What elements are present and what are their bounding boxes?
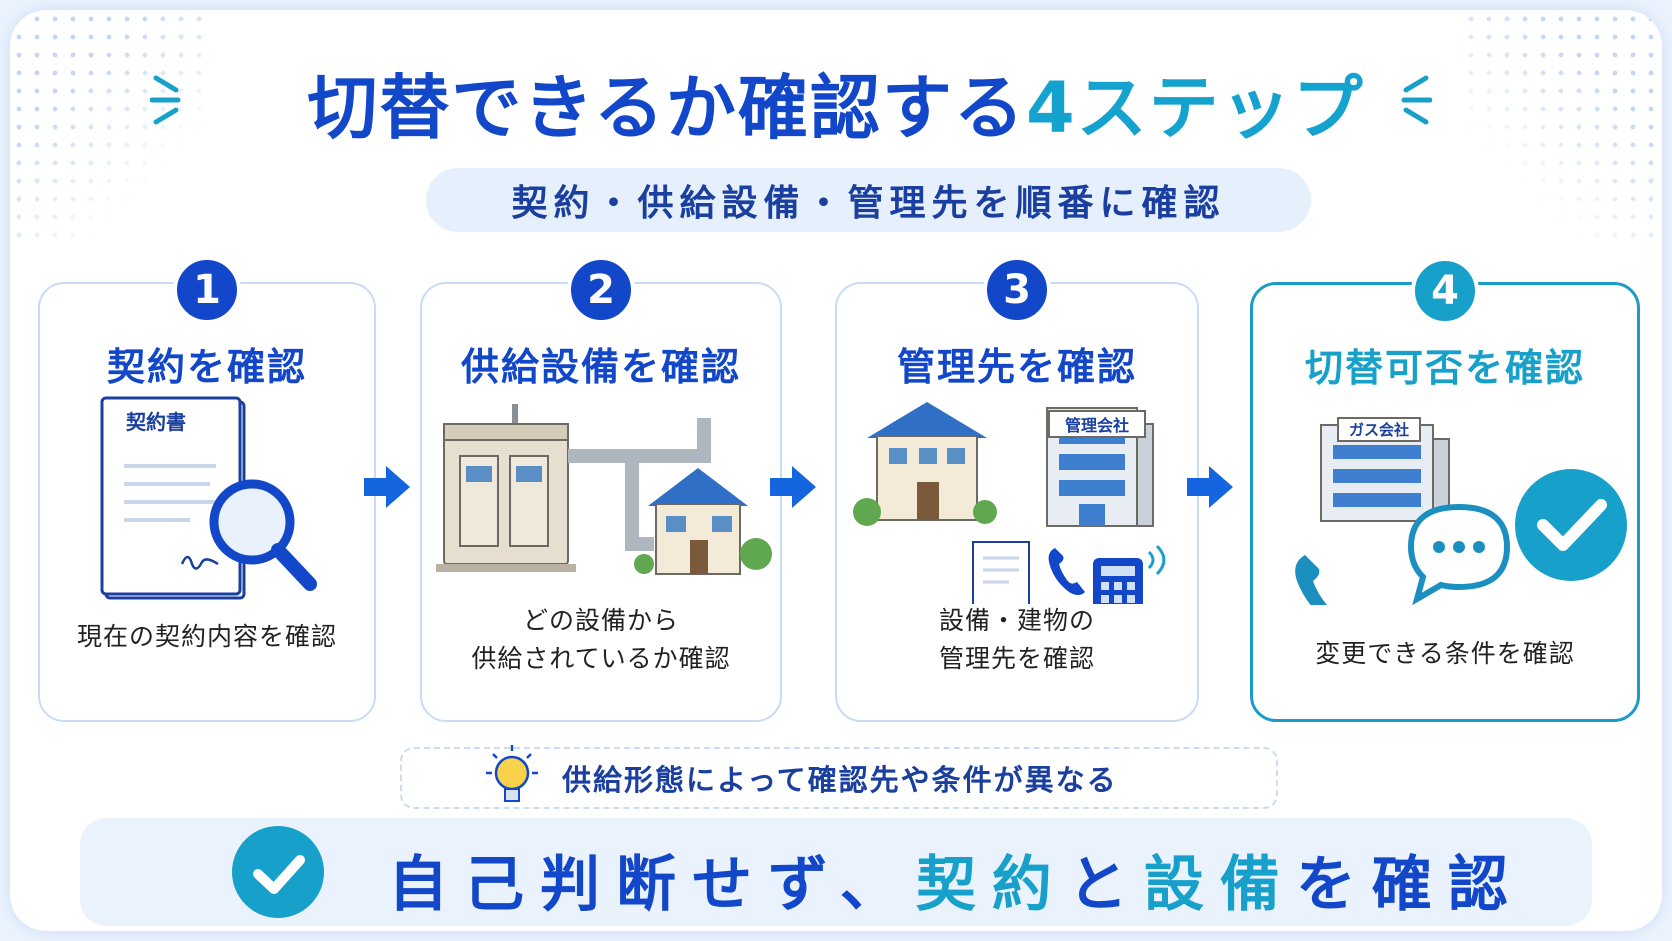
step-desc-2-line2: 供給されているか確認 bbox=[471, 644, 731, 673]
conclusion-part2: 契約 bbox=[915, 850, 1068, 920]
contract-document-icon bbox=[100, 396, 317, 600]
title-main: 切替できるか確認する bbox=[307, 67, 1026, 149]
conclusion-part1: 自己判断せず、 bbox=[388, 850, 916, 920]
step-card-1: 1 契約を確認 契約書 現在の契約内容を確認 bbox=[38, 256, 376, 722]
conclusion-banner: 自己判断せず、契約と設備を確認 bbox=[80, 818, 1592, 926]
gas-company-label: ガス会社 bbox=[1337, 417, 1421, 442]
arrow-right-icon bbox=[364, 466, 410, 508]
sparkle-left-icon bbox=[150, 75, 181, 125]
hint-box: 供給形態によって確認先や条件が異なる bbox=[400, 745, 1278, 809]
supply-equipment-icon bbox=[436, 404, 772, 575]
step-card-3: 3 管理先を確認 bbox=[835, 256, 1199, 722]
step-title-1: 契約を確認 bbox=[106, 345, 307, 389]
check-icon bbox=[232, 826, 324, 918]
step-title-4: 切替可否を確認 bbox=[1304, 346, 1585, 390]
subtitle: 契約・供給設備・管理先を順番に確認 bbox=[426, 168, 1311, 232]
step-desc-1: 現在の契約内容を確認 bbox=[40, 618, 374, 656]
infographic-canvas: 切替できるか確認する4ステップ 契約・供給設備・管理先を順番に確認 1 契約を確… bbox=[10, 10, 1662, 931]
contract-doc-label: 契約書 bbox=[126, 410, 186, 434]
step-badge-1: 1 bbox=[173, 256, 241, 324]
decorative-dots-left bbox=[10, 10, 210, 240]
decorative-dots-right bbox=[1462, 10, 1662, 240]
conclusion-part4: 設備 bbox=[1143, 850, 1296, 920]
step-desc-3-line2: 管理先を確認 bbox=[938, 644, 1095, 673]
conclusion-text: 自己判断せず、契約と設備を確認 bbox=[388, 836, 1524, 923]
gas-company-contact-icon bbox=[1295, 424, 1627, 605]
step-desc-2-line1: どの設備から bbox=[522, 606, 679, 635]
arrow-right-icon bbox=[1187, 466, 1233, 508]
management-company-icon bbox=[853, 402, 1166, 604]
step-badge-4: 4 bbox=[1411, 257, 1479, 325]
step-card-2: 2 供給設備を確認 どの設備から 供給されているか確認 bbox=[420, 256, 782, 722]
step-card-4: 4 切替可否を確認 ガス会社 変更できる条件を確認 bbox=[1250, 257, 1640, 722]
page-title: 切替できるか確認する4ステップ bbox=[10, 52, 1662, 153]
step-title-3: 管理先を確認 bbox=[896, 345, 1137, 389]
step-title-2: 供給設備を確認 bbox=[460, 345, 741, 389]
step-desc-2: どの設備から 供給されているか確認 bbox=[422, 602, 780, 678]
arrow-right-icon bbox=[770, 466, 816, 508]
lightbulb-icon bbox=[486, 745, 538, 802]
conclusion-part3: と bbox=[1067, 850, 1144, 920]
step-desc-1-line1: 現在の契約内容を確認 bbox=[76, 622, 337, 651]
step-badge-3: 3 bbox=[983, 256, 1051, 324]
step-badge-2: 2 bbox=[567, 256, 635, 324]
hint-text: 供給形態によって確認先や条件が異なる bbox=[562, 763, 1118, 797]
sparkle-right-icon bbox=[1401, 75, 1432, 125]
management-company-label: 管理会社 bbox=[1048, 410, 1146, 438]
conclusion-part5: を確認 bbox=[1295, 850, 1524, 920]
step-desc-4-line1: 変更できる条件を確認 bbox=[1315, 639, 1575, 668]
step-desc-4: 変更できる条件を確認 bbox=[1253, 635, 1637, 673]
step-desc-3: 設備・建物の 管理先を確認 bbox=[837, 602, 1197, 678]
title-accent: 4ステップ bbox=[1025, 67, 1365, 149]
step-desc-3-line1: 設備・建物の bbox=[938, 606, 1095, 635]
